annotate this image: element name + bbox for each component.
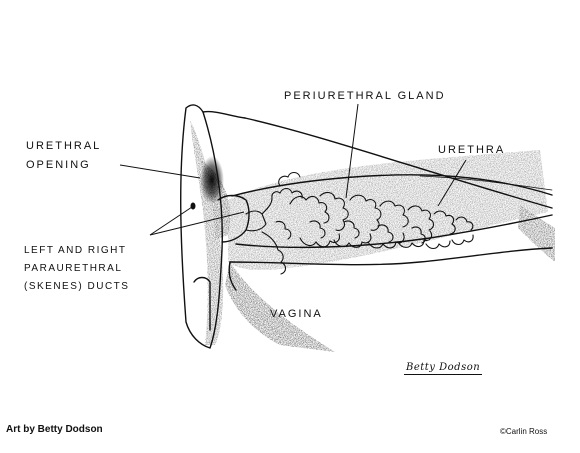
label-urethral-opening-line1: URETHRAL	[26, 140, 102, 152]
artist-signature: Betty Dodson	[404, 362, 483, 375]
label-vagina: VAGINA	[270, 308, 323, 320]
label-paraurethral-ducts: LEFT AND RIGHT PARAURETHRAL (SKENES) DUC…	[24, 244, 129, 293]
label-urethral-opening-line2: OPENING	[26, 159, 91, 171]
leader-urethra	[437, 159, 467, 207]
copyright-notice: ©Carlin Ross	[500, 427, 548, 436]
label-periurethral-gland: PERIURETHRAL GLAND	[284, 90, 446, 102]
paraurethral-duct-opening	[190, 202, 196, 210]
label-paraurethral-ducts-line1: LEFT AND RIGHT	[24, 245, 127, 256]
urethral-opening-shadow	[200, 156, 224, 204]
leader-periurethral-gland	[345, 103, 359, 199]
label-urethra: URETHRA	[438, 144, 506, 156]
leader-lines	[119, 103, 467, 236]
leader-right-duct	[149, 211, 245, 236]
upper-tissue-contour	[244, 117, 553, 209]
label-urethral-opening: URETHRAL OPENING	[26, 140, 101, 172]
urethra-lower-wall	[235, 214, 553, 249]
periurethral-gland-branches	[245, 171, 474, 275]
leader-urethral-opening	[119, 164, 201, 179]
leader-left-duct	[149, 206, 193, 236]
urethra-upper-wall	[231, 174, 553, 197]
label-paraurethral-ducts-line3: (SKENES) DUCTS	[24, 281, 130, 292]
label-paraurethral-ducts-line2: PARAURETHRAL	[24, 263, 123, 274]
art-credit: Art by Betty Dodson	[6, 424, 103, 435]
